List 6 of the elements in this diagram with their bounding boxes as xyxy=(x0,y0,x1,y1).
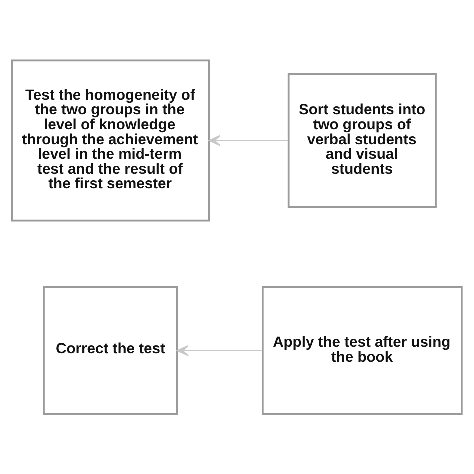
node-box: Apply the test after using the book xyxy=(262,286,463,415)
node-box: Correct the test xyxy=(43,286,178,415)
arrow xyxy=(176,344,263,356)
arrow xyxy=(208,134,289,146)
node-box: Sort students into two groups of verbal students and visual students xyxy=(288,72,437,208)
node-box: Test the homogeneity of the two groups in the level of knowledge through the achievement level in the mid-term test and the result of the first semester xyxy=(11,59,210,222)
